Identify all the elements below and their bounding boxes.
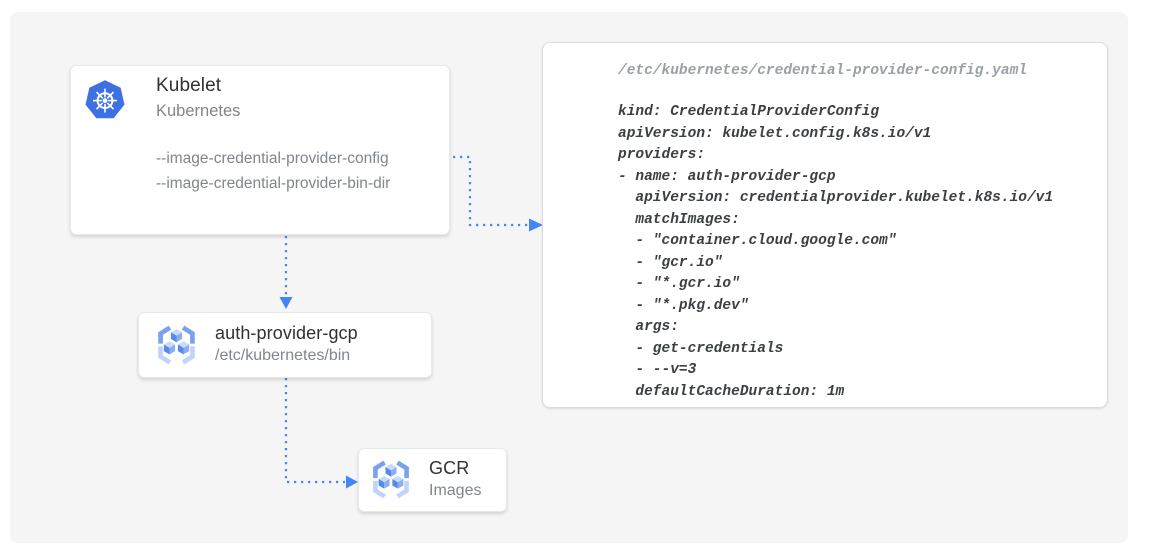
kubelet-title: Kubelet — [156, 75, 222, 96]
auth-provider-title: auth-provider-gcp — [215, 323, 358, 343]
yaml-line: - "container.cloud.google.com" — [618, 233, 897, 249]
yaml-line: defaultCacheDuration: 1m — [618, 383, 845, 400]
gcr-title: GCR — [429, 458, 470, 478]
kubelet-flag-config: --image-credential-provider-config — [156, 150, 389, 167]
container-registry-icon — [154, 324, 199, 366]
container-registry-icon — [369, 459, 413, 500]
gcr-subtitle: Images — [429, 482, 482, 499]
node-kubelet: Kubelet Kubernetes --image-credential-pr… — [70, 65, 450, 235]
credential-provider-config-panel: /etc/kubernetes/credential-provider-conf… — [542, 42, 1108, 408]
yaml-line: - "gcr.io" — [618, 254, 723, 271]
config-file-path: /etc/kubernetes/credential-provider-conf… — [618, 63, 1027, 79]
auth-provider-path: /etc/kubernetes/bin — [215, 347, 351, 364]
yaml-line: - --v=3 — [618, 362, 697, 378]
yaml-line: kind: CredentialProviderConfig — [618, 104, 880, 120]
yaml-line: apiVersion: kubelet.config.k8s.io/v1 — [618, 125, 932, 142]
kubelet-flags: --image-credential-provider-config --ima… — [156, 146, 390, 196]
kubelet-flag-bin-dir: --image-credential-provider-bin-dir — [156, 175, 391, 192]
yaml-line: apiVersion: credentialprovider.kubelet.k… — [618, 190, 1054, 206]
yaml-line: args: — [618, 319, 679, 335]
yaml-code-block: kind: CredentialProviderConfig apiVersio… — [618, 102, 1097, 403]
yaml-line: - "*.pkg.dev" — [618, 297, 749, 314]
yaml-line: matchImages: — [618, 211, 740, 228]
kubernetes-icon — [85, 79, 125, 119]
yaml-line: - name: auth-provider-gcp — [618, 168, 836, 185]
kubelet-subtitle: Kubernetes — [156, 102, 241, 120]
yaml-line: - "*.gcr.io" — [618, 276, 740, 292]
node-gcr: GCR Images — [358, 448, 507, 512]
yaml-line: providers: — [618, 147, 706, 163]
yaml-line: - get-credentials — [618, 340, 784, 357]
node-auth-provider-gcp: auth-provider-gcp /etc/kubernetes/bin — [138, 312, 432, 378]
